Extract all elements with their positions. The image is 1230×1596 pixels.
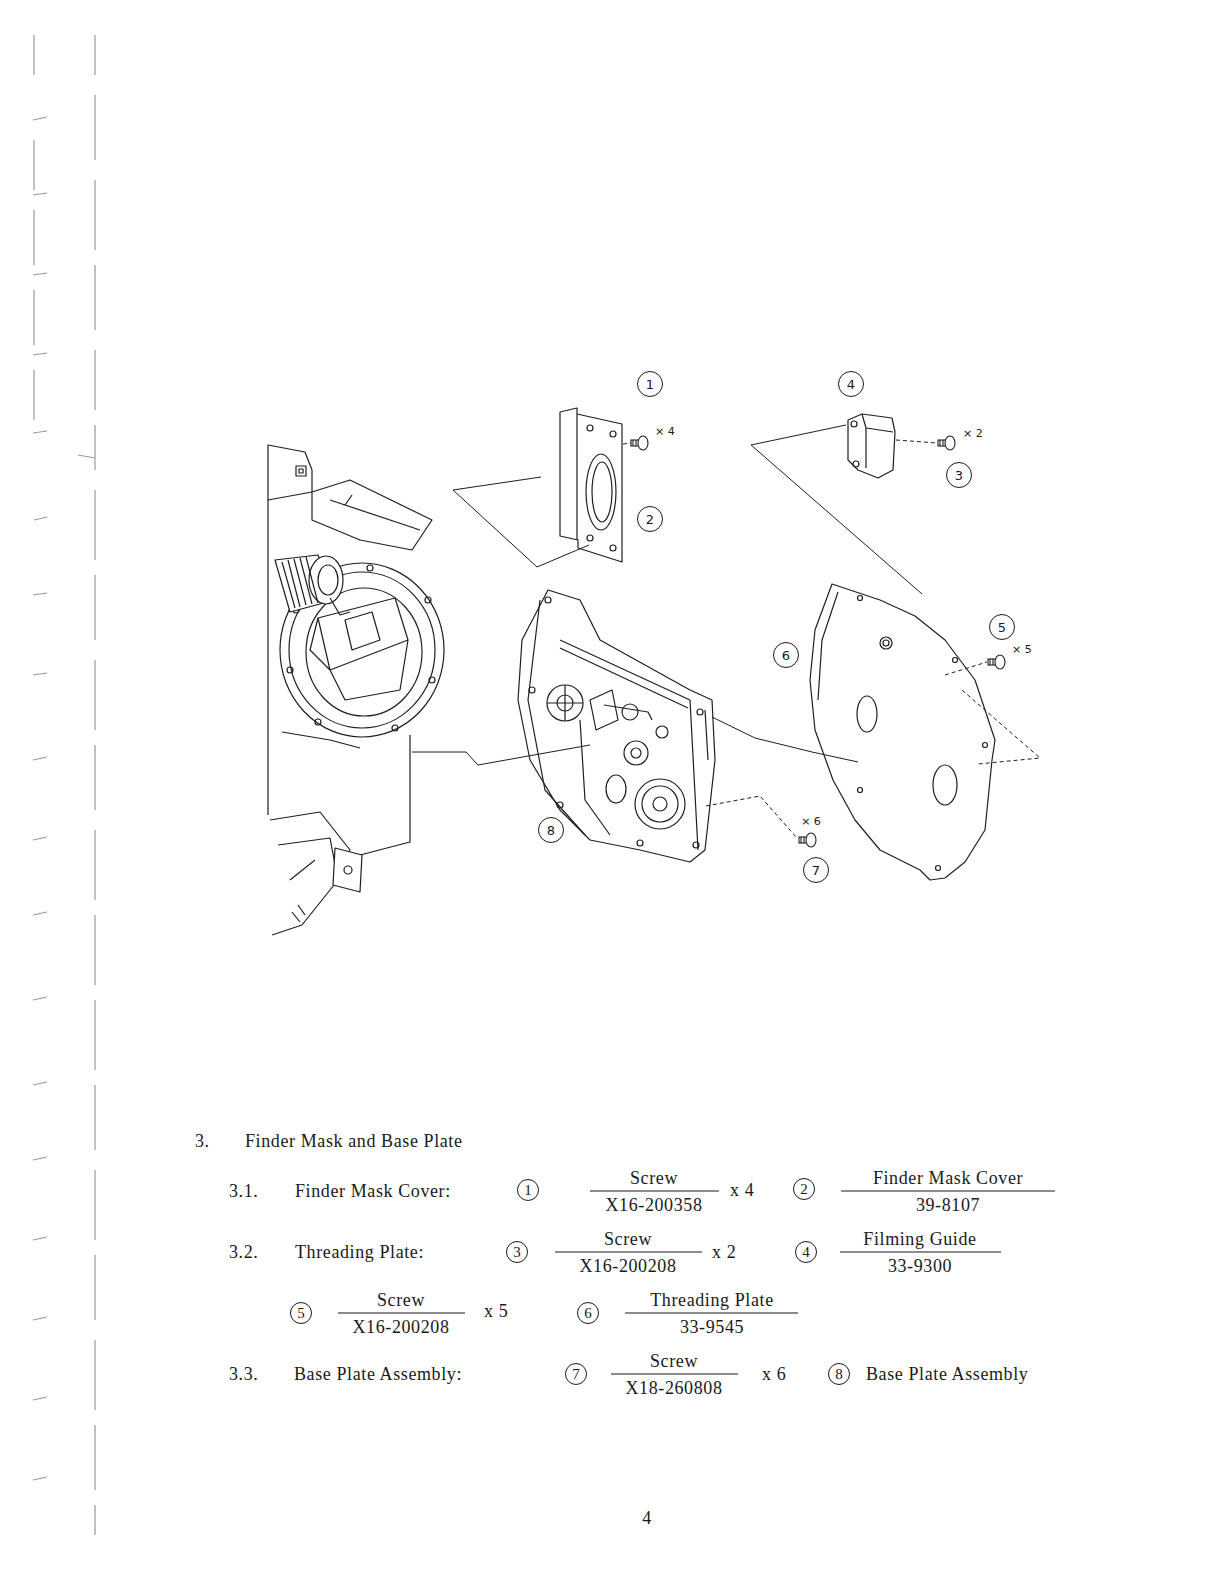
- quantity: x 4: [730, 1180, 754, 1201]
- fraction-bars: [338, 1191, 1055, 1374]
- page-number: 4: [642, 1508, 652, 1529]
- callout-text: 2: [800, 1182, 808, 1197]
- callout-number: 4: [795, 1241, 817, 1263]
- callout-number: 5: [290, 1302, 312, 1324]
- quantity: x 2: [712, 1242, 736, 1263]
- callout-number: 1: [517, 1179, 539, 1201]
- quantity-label: × 4: [655, 426, 675, 439]
- item-heading: Threading Plate:: [295, 1242, 424, 1263]
- callout-text: 2: [646, 513, 654, 526]
- callout-number: 6: [773, 642, 799, 668]
- quantity-label: × 6: [801, 816, 821, 829]
- part-number: X18-260808: [626, 1378, 723, 1399]
- part-number: 33-9545: [680, 1317, 744, 1338]
- callout-number: 7: [803, 857, 829, 883]
- quantity: x 5: [484, 1301, 508, 1322]
- quantity-label: × 5: [1012, 644, 1032, 657]
- callout-text: 6: [584, 1306, 592, 1321]
- section-number: 3.: [195, 1131, 210, 1152]
- part-number: 39-8107: [916, 1195, 980, 1216]
- callout-number: 8: [538, 817, 564, 843]
- callout-text: 3: [955, 469, 963, 482]
- part-name: Finder Mask Cover: [873, 1168, 1023, 1189]
- quantity: x 6: [762, 1364, 786, 1385]
- part-name: Base Plate Assembly: [866, 1364, 1028, 1385]
- screw-icons: [631, 436, 1005, 847]
- part-name: Screw: [630, 1168, 678, 1189]
- quantity-label: × 2: [963, 428, 983, 441]
- callout-number: 3: [946, 462, 972, 488]
- base-plate-assembly: [518, 590, 715, 862]
- section-heading: Finder Mask and Base Plate: [245, 1131, 463, 1152]
- callout-text: 7: [812, 864, 820, 877]
- callout-number: 6: [577, 1302, 599, 1324]
- part-name: Screw: [650, 1351, 698, 1372]
- part-number: X16-200208: [353, 1317, 450, 1338]
- assembly-leader-lines: [412, 425, 1040, 838]
- callout-text: 1: [646, 378, 654, 391]
- callout-text: 4: [847, 378, 855, 391]
- callout-number: 2: [793, 1178, 815, 1200]
- callout-text: 5: [998, 621, 1006, 634]
- item-heading: Base Plate Assembly:: [294, 1364, 462, 1385]
- part-name: Screw: [377, 1290, 425, 1311]
- callout-number: 1: [637, 371, 663, 397]
- part-name: Filming Guide: [863, 1229, 976, 1250]
- callout-number: 2: [637, 506, 663, 532]
- camera-body: [268, 445, 444, 935]
- part-number: X16-200208: [580, 1256, 677, 1277]
- finder-mask-cover: [560, 408, 622, 562]
- callout-text: 7: [572, 1367, 580, 1382]
- callout-text: 4: [802, 1245, 810, 1260]
- part-name: Threading Plate: [650, 1290, 773, 1311]
- part-number: 33-9300: [888, 1256, 952, 1277]
- filming-guide: [848, 414, 895, 478]
- callout-number: 8: [828, 1363, 850, 1385]
- section-number: 3.1.: [229, 1181, 258, 1202]
- callout-number: 7: [565, 1363, 587, 1385]
- item-heading: Finder Mask Cover:: [295, 1181, 451, 1202]
- callout-text: 3: [513, 1245, 521, 1260]
- callout-number: 4: [838, 371, 864, 397]
- callout-text: 8: [547, 824, 555, 837]
- section-number: 3.2.: [229, 1242, 258, 1263]
- callout-text: 6: [782, 649, 790, 662]
- threading-plate: [810, 584, 995, 880]
- callout-number: 3: [506, 1241, 528, 1263]
- callout-text: 5: [297, 1306, 305, 1321]
- part-number: X16-200358: [606, 1195, 703, 1216]
- callout-number: 5: [989, 614, 1015, 640]
- section-number: 3.3.: [229, 1364, 258, 1385]
- binder-margin: [33, 35, 95, 1535]
- callout-text: 8: [835, 1367, 843, 1382]
- part-name: Screw: [604, 1229, 652, 1250]
- callout-text: 1: [524, 1183, 532, 1198]
